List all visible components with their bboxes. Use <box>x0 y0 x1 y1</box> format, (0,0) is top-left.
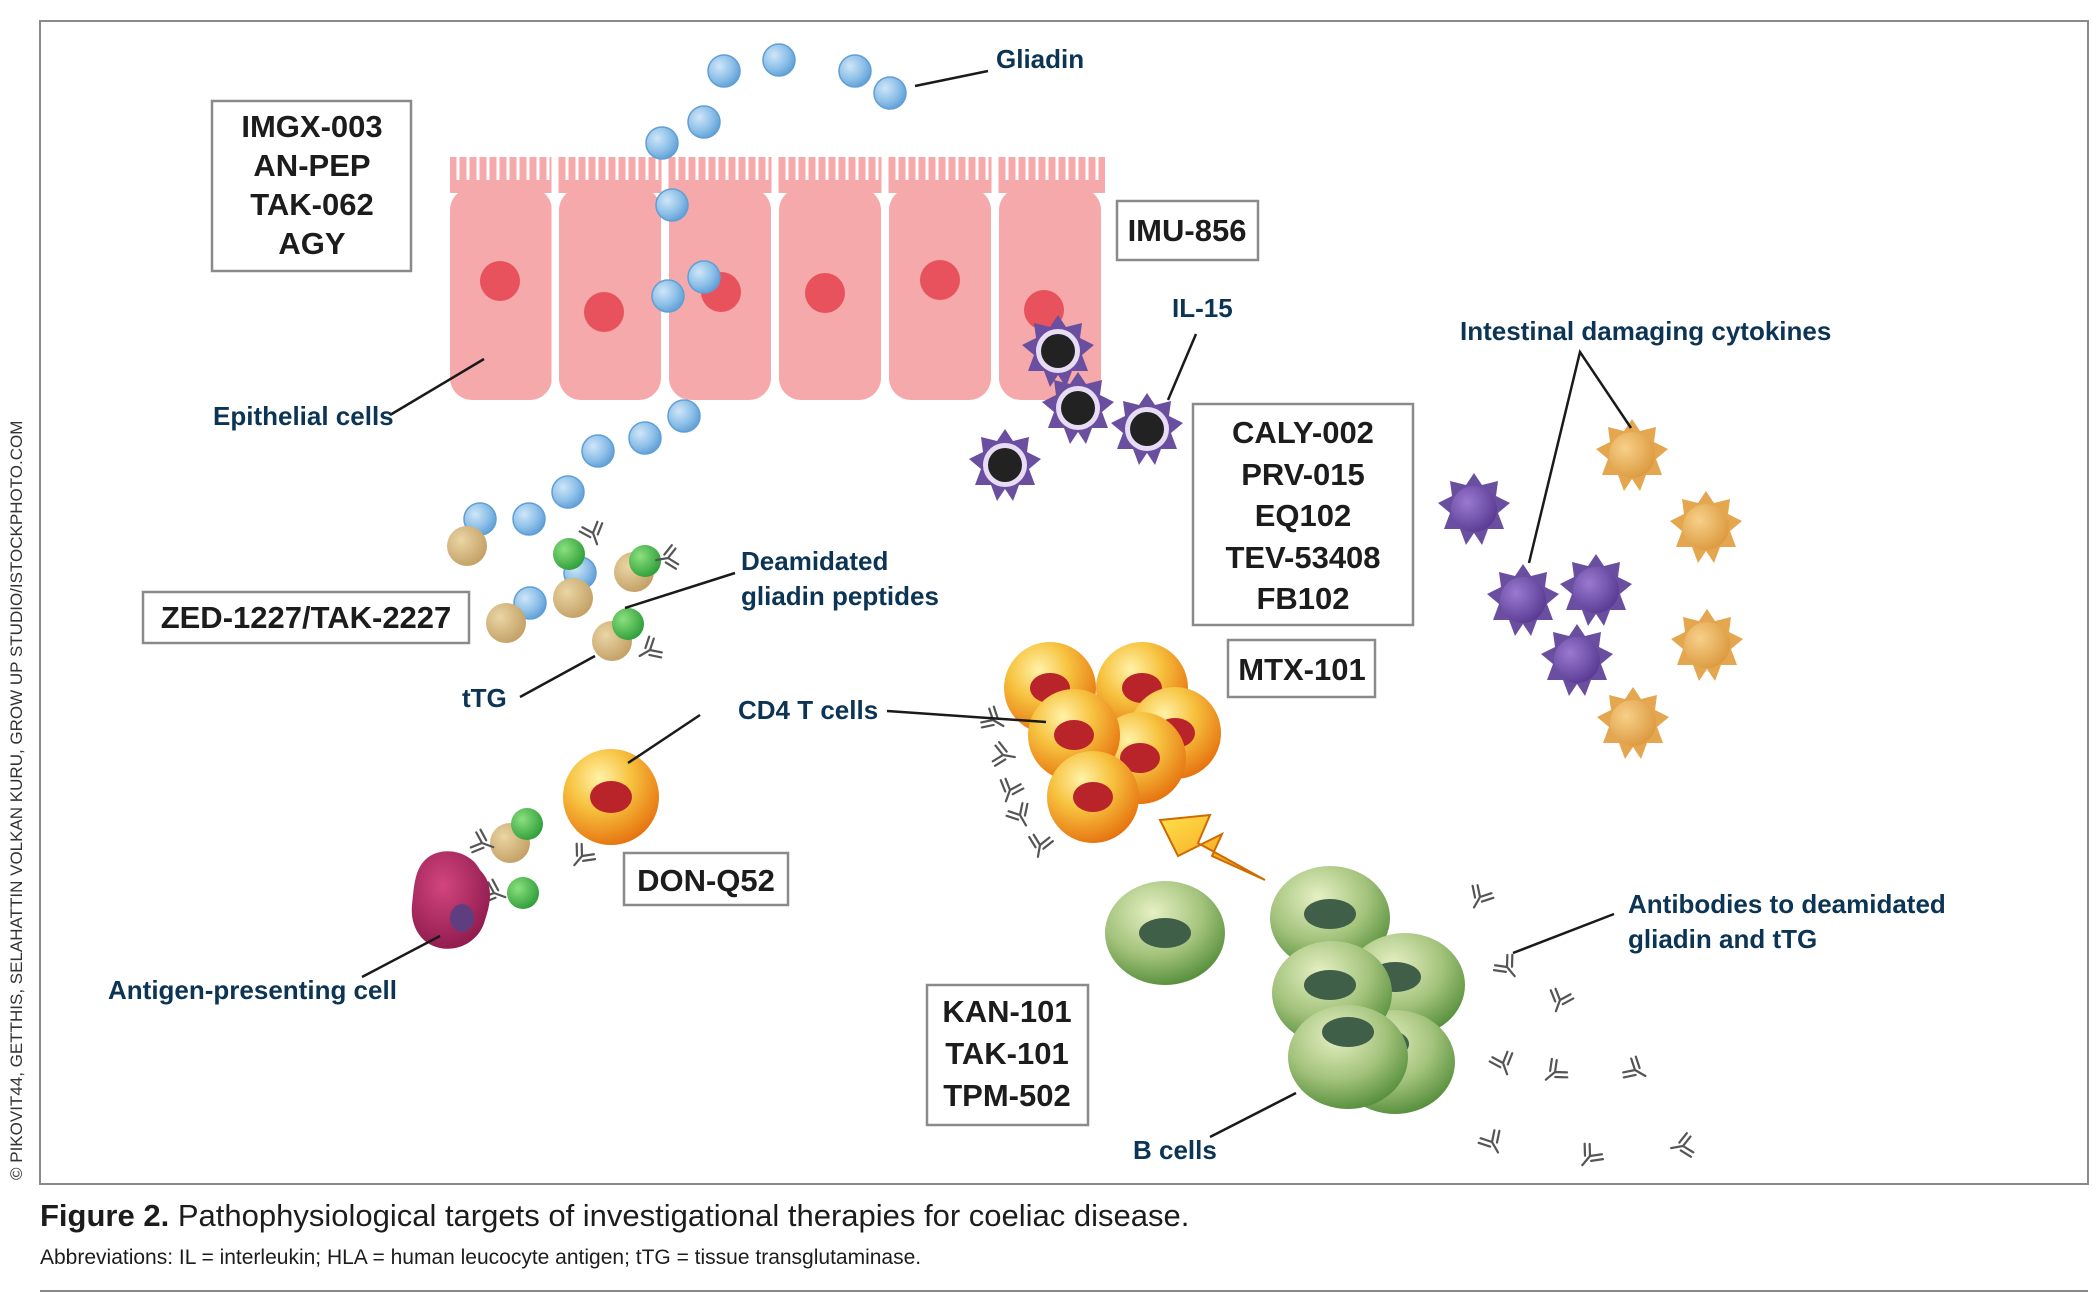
drug-tpm502: TPM-502 <box>943 1078 1070 1113</box>
microvilli-fringe <box>456 157 1099 400</box>
gliadin-beads <box>463 43 907 620</box>
drug-anpep: AN-PEP <box>253 148 370 183</box>
cytokines-purple <box>1438 473 1632 696</box>
lightning-bolt-icon <box>1158 813 1266 881</box>
drug-tak101: TAK-101 <box>945 1036 1068 1071</box>
figure-caption: Figure 2. Pathophysiological targets of … <box>40 1196 2080 1270</box>
diagram-canvas: © PIKOVIT44, GETTHIS, SELAHATTIN VOLKAN … <box>7 20 2089 1185</box>
label-gliadin: Gliadin <box>996 44 1084 74</box>
drug-agy: AGY <box>278 226 346 261</box>
drug-prv015: PRV-015 <box>1241 457 1365 492</box>
image-credit: © PIKOVIT44, GETTHIS, SELAHATTIN VOLKAN … <box>7 421 26 1180</box>
drug-tak062: TAK-062 <box>250 187 373 222</box>
figure-title: Pathophysiological targets of investigat… <box>177 1198 1190 1233</box>
label-antibodies-2: gliadin and tTG <box>1628 924 1817 954</box>
drug-fb102: FB102 <box>1256 581 1349 616</box>
leader-lines <box>361 69 1633 1139</box>
b-cells <box>1105 866 1465 1114</box>
label-deamidated-2: gliadin peptides <box>741 581 939 611</box>
figure-number: Figure 2. <box>40 1198 170 1233</box>
drug-zed1227: ZED-1227/TAK-2227 <box>161 600 452 635</box>
label-b-cells: B cells <box>1133 1135 1217 1165</box>
caption-title-line: Figure 2. Pathophysiological targets of … <box>40 1196 2080 1236</box>
drug-box-il15: CALY-002 PRV-015 EQ102 TEV-53408 FB102 <box>1191 402 1415 627</box>
drug-box-enzymes: IMGX-003 AN-PEP TAK-062 AGY <box>210 99 413 273</box>
drug-imu856: IMU-856 <box>1128 213 1247 248</box>
caption-abbreviations: Abbreviations: IL = interleukin; HLA = h… <box>40 1246 922 1269</box>
epithelial-layer <box>450 157 1105 400</box>
drug-mtx101: MTX-101 <box>1238 652 1365 687</box>
drug-box-tolerance: KAN-101 TAK-101 TPM-502 <box>925 983 1090 1127</box>
drug-box-zed: ZED-1227/TAK-2227 <box>141 590 471 645</box>
drug-box-mtx101: MTX-101 <box>1226 638 1377 699</box>
label-deamidated-1: Deamidated <box>741 546 888 576</box>
cell-nuclei <box>480 260 1064 332</box>
drug-kan101: KAN-101 <box>942 994 1071 1029</box>
label-cytokines: Intestinal damaging cytokines <box>1460 316 1831 346</box>
label-antibodies-1: Antibodies to deamidated <box>1628 889 1946 919</box>
drug-box-imu856: IMU-856 <box>1115 199 1260 262</box>
label-il15: IL-15 <box>1172 293 1233 323</box>
drug-tev53408: TEV-53408 <box>1225 540 1380 575</box>
label-ttg: tTG <box>462 683 507 713</box>
drug-eq102: EQ102 <box>1255 498 1352 533</box>
bottom-rule <box>40 1290 2088 1292</box>
cytokines-orange <box>1596 419 1743 759</box>
drug-caly002: CALY-002 <box>1232 415 1374 450</box>
antigen-presenting-cell <box>411 851 490 949</box>
drug-donq52: DON-Q52 <box>637 863 775 898</box>
deamidated-peptides <box>507 538 661 909</box>
label-epithelial-cells: Epithelial cells <box>213 401 394 431</box>
label-cd4-t-cells: CD4 T cells <box>738 695 878 725</box>
drug-box-donq52: DON-Q52 <box>622 851 790 907</box>
drug-imgx003: IMGX-003 <box>241 109 382 144</box>
cd4-t-cell-single <box>563 749 659 845</box>
cd4-t-cell-cluster <box>1004 642 1221 843</box>
label-antigen-presenting-cell: Antigen-presenting cell <box>108 975 397 1005</box>
il15-cells <box>969 315 1183 501</box>
